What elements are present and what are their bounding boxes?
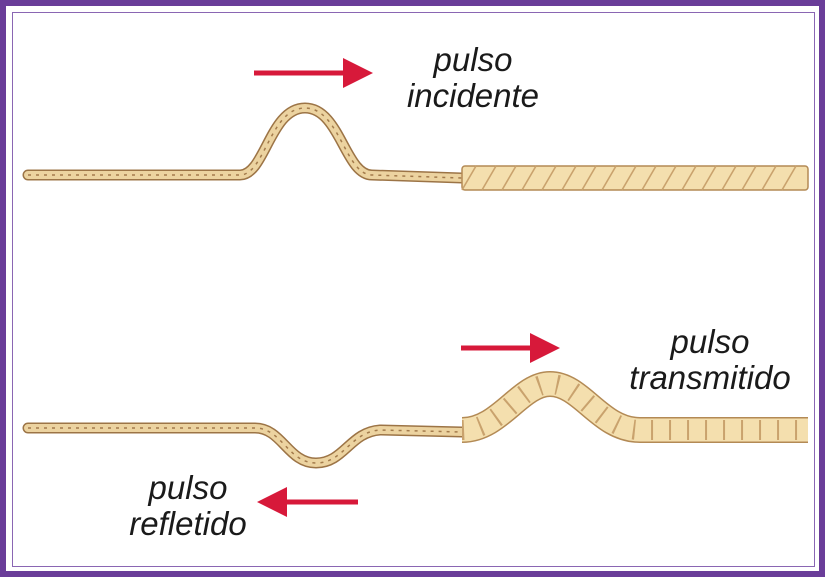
transmitted-label-line2: transmitido: [600, 360, 820, 396]
thin-rope-top: [28, 108, 462, 178]
reflected-pulse-label: pulso refletido: [118, 470, 258, 542]
transmitted-label-line1: pulso: [600, 324, 820, 360]
incident-label-line1: pulso: [388, 42, 558, 78]
thick-rope-top: [462, 166, 808, 190]
transmitted-pulse-label: pulso transmitido: [600, 324, 820, 396]
reflected-label-line2: refletido: [118, 506, 258, 542]
incident-label-line2: incidente: [388, 78, 558, 114]
thin-rope-bottom: [28, 428, 462, 463]
incident-pulse-label: pulso incidente: [388, 42, 558, 114]
reflected-label-line1: pulso: [118, 470, 258, 506]
